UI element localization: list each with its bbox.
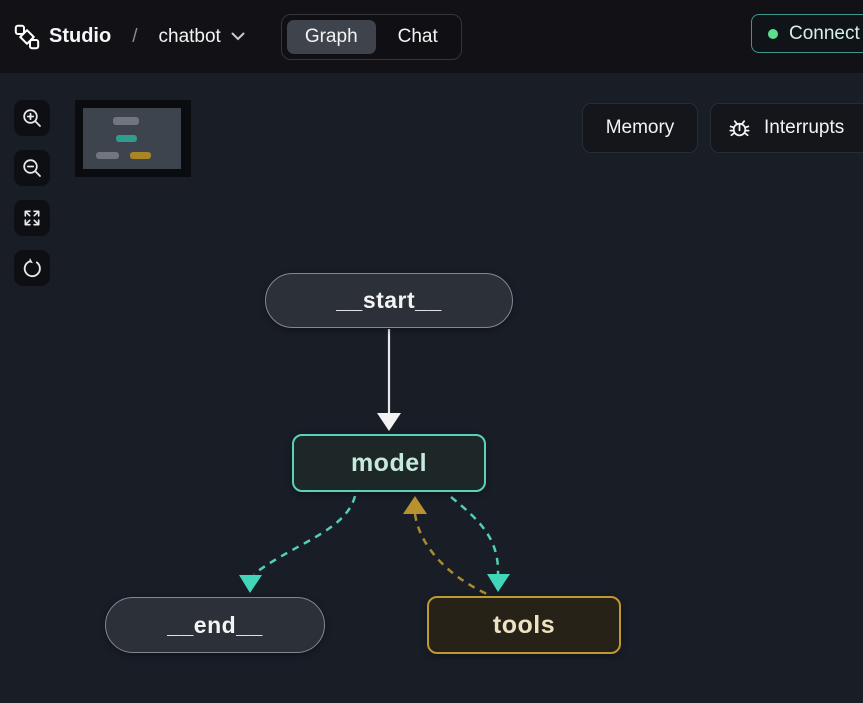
reset-view-icon bbox=[21, 257, 43, 279]
reset-view-button[interactable] bbox=[14, 250, 50, 286]
edge-model-to-end bbox=[239, 495, 357, 593]
interrupts-button[interactable]: Interrupts bbox=[710, 103, 863, 153]
minimap-node-tools bbox=[130, 152, 151, 159]
zoom-in-icon bbox=[21, 107, 43, 129]
graph-node-tools[interactable]: tools bbox=[427, 596, 621, 654]
minimap[interactable] bbox=[75, 100, 191, 177]
connect-button[interactable]: Connect bbox=[751, 14, 863, 53]
project-selector[interactable]: chatbot bbox=[159, 26, 245, 48]
tab-chat[interactable]: Chat bbox=[380, 20, 456, 54]
interrupts-label: Interrupts bbox=[764, 117, 845, 138]
connection-status-dot bbox=[768, 28, 778, 39]
tab-graph[interactable]: Graph bbox=[286, 19, 376, 54]
node-label-start: __start__ bbox=[336, 287, 442, 313]
fit-view-icon bbox=[22, 208, 42, 228]
node-label-model: model bbox=[350, 448, 428, 477]
bug-icon bbox=[727, 116, 752, 141]
studio-logo-icon bbox=[14, 24, 40, 50]
minimap-node-end bbox=[96, 152, 119, 159]
app-brand: Studio bbox=[14, 24, 111, 50]
minimap-node-start bbox=[113, 117, 139, 125]
fit-view-button[interactable] bbox=[14, 200, 50, 236]
connect-label: Connect bbox=[789, 22, 860, 44]
edge-model-to-tools bbox=[450, 496, 510, 592]
minimap-node-model bbox=[116, 135, 137, 142]
topbar: Studio / chatbot Graph Chat Connect bbox=[0, 0, 863, 73]
node-label-tools: tools bbox=[492, 610, 556, 639]
memory-label: Memory bbox=[605, 117, 675, 138]
node-label-end: __end__ bbox=[167, 611, 263, 638]
zoom-out-icon bbox=[21, 157, 43, 179]
zoom-out-button[interactable] bbox=[14, 150, 50, 186]
project-name: chatbot bbox=[158, 25, 221, 47]
edge-tools-to-model bbox=[403, 496, 488, 596]
graph-node-start[interactable]: __start__ bbox=[265, 273, 513, 328]
breadcrumb-separator: / bbox=[132, 25, 138, 47]
view-mode-tabs: Graph Chat bbox=[280, 13, 462, 60]
graph-node-end[interactable]: __end__ bbox=[105, 597, 325, 653]
edge-start-to-model bbox=[377, 329, 401, 431]
chevron-down-icon bbox=[231, 32, 245, 41]
graph-canvas[interactable]: Memory Interrupts bbox=[0, 73, 863, 703]
memory-button[interactable]: Memory bbox=[582, 103, 698, 153]
app-title: Studio bbox=[49, 25, 112, 47]
zoom-in-button[interactable] bbox=[14, 100, 50, 136]
graph-node-model[interactable]: model bbox=[292, 434, 486, 492]
